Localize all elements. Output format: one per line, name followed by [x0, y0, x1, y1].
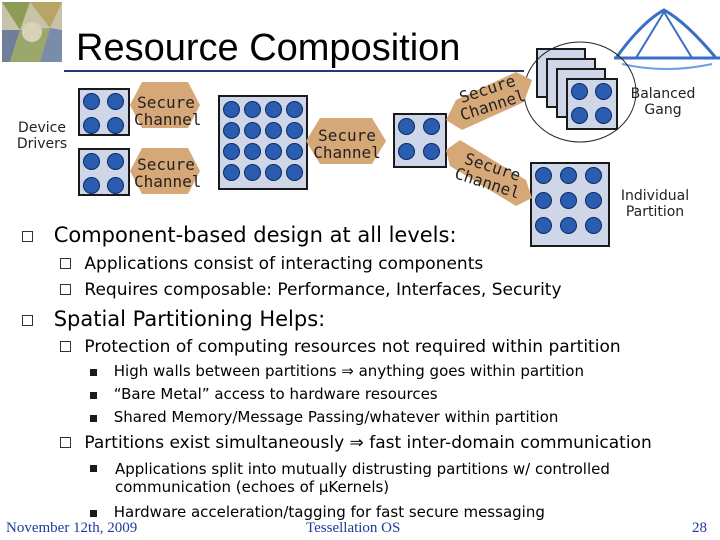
secure-channel-label-1: Secure Channel [134, 93, 202, 129]
core-dot [585, 167, 602, 184]
sub-bullet-protection: Protection of computing resources not re… [60, 336, 621, 358]
footer-date: November 12th, 2009 [6, 520, 138, 536]
core-dot [560, 217, 577, 234]
core-dot [107, 177, 124, 194]
sub-sub-bullet-hardware: Hardware acceleration/tagging for fast s… [90, 503, 545, 521]
footer-center: Tessellation OS [306, 520, 401, 536]
tessellation-logo [2, 2, 62, 62]
secure-channel-arrow-2 [130, 148, 200, 194]
core-dot [398, 143, 415, 160]
bullet-box-icon [22, 231, 33, 242]
bullet-box-icon [60, 341, 71, 352]
individual-partition-label: Individual Partition [620, 188, 690, 220]
core-dot [571, 83, 588, 100]
bullet-box-icon [22, 315, 33, 326]
core-dot [223, 122, 240, 139]
bullet-text: “Bare Metal” access to hardware resource… [113, 385, 438, 403]
page-number: 28 [692, 520, 707, 536]
bullet-text: Spatial Partitioning Helps: [53, 307, 326, 331]
core-dot [585, 192, 602, 209]
bullet-square-icon [90, 392, 97, 399]
core-dot [560, 192, 577, 209]
sub-bullet-composable: Requires composable: Performance, Interf… [60, 279, 562, 301]
core-dot [535, 217, 552, 234]
core-dot [535, 192, 552, 209]
core-dot [223, 164, 240, 181]
bullet-spatial-partitioning: Spatial Partitioning Helps: [22, 306, 325, 332]
core-dot [265, 122, 282, 139]
bullet-square-icon [90, 465, 97, 472]
core-dot [107, 153, 124, 170]
bullet-text: High walls between partitions ⇒ anything… [113, 362, 584, 380]
core-dot [83, 177, 100, 194]
core-dot [244, 164, 261, 181]
sub-sub-bullet-bare-metal: “Bare Metal” access to hardware resource… [90, 385, 438, 403]
balanced-gang-label: Balanced Gang [630, 86, 696, 118]
core-dot [223, 143, 240, 160]
core-dot [244, 101, 261, 118]
bullet-text: Hardware acceleration/tagging for fast s… [113, 503, 545, 521]
bullet-text: Component-based design at all levels: [53, 223, 457, 247]
bullet-square-icon [90, 415, 97, 422]
core-dot [585, 217, 602, 234]
core-dot [286, 101, 303, 118]
core-dot [535, 167, 552, 184]
bullet-text: Shared Memory/Message Passing/whatever w… [113, 408, 559, 426]
core-dot [244, 143, 261, 160]
bullet-text: Partitions exist simultaneously ⇒ fast i… [84, 433, 652, 453]
bullet-square-icon [90, 510, 97, 517]
bridge-logo [614, 8, 720, 70]
bullet-text: Applications consist of interacting comp… [84, 254, 484, 274]
bullet-box-icon [60, 284, 71, 295]
bullet-component-design: Component-based design at all levels: [22, 222, 457, 248]
core-dot [265, 164, 282, 181]
secure-channel-arrow-1 [130, 82, 200, 128]
sub-sub-bullet-distrusting: Applications split into mutually distrus… [90, 460, 650, 496]
core-dot [423, 143, 440, 160]
core-dot [83, 153, 100, 170]
core-dot [223, 101, 240, 118]
core-dot [244, 122, 261, 139]
secure-channel-arrow-tilted-2 [446, 140, 532, 206]
core-dot [560, 167, 577, 184]
core-dot [265, 101, 282, 118]
core-dot [107, 117, 124, 134]
core-dot [595, 107, 612, 124]
device-drivers-label: Device Drivers [16, 120, 68, 152]
secure-channel-arrow-mid [306, 118, 386, 164]
core-dot [286, 122, 303, 139]
bullet-square-icon [90, 369, 97, 376]
slide-title: Resource Composition [76, 27, 461, 69]
sub-bullet-simultaneous: Partitions exist simultaneously ⇒ fast i… [60, 432, 652, 454]
core-dot [286, 143, 303, 160]
core-dot [398, 118, 415, 135]
core-dot [107, 93, 124, 110]
core-dot [571, 107, 588, 124]
core-dot [265, 143, 282, 160]
bullet-text: Applications split into mutually distrus… [115, 460, 610, 496]
sub-sub-bullet-walls: High walls between partitions ⇒ anything… [90, 362, 584, 380]
core-dot [83, 93, 100, 110]
secure-channel-label-mid: Secure Channel [313, 126, 381, 162]
secure-channel-label-2: Secure Channel [134, 155, 202, 191]
core-dot [595, 83, 612, 100]
bullet-box-icon [60, 437, 71, 448]
bullet-box-icon [60, 258, 71, 269]
core-dot [83, 117, 100, 134]
bullet-text: Requires composable: Performance, Interf… [84, 280, 562, 300]
sub-sub-bullet-shared-memory: Shared Memory/Message Passing/whatever w… [90, 408, 558, 426]
title-divider [64, 70, 524, 72]
sub-bullet-apps: Applications consist of interacting comp… [60, 253, 483, 275]
bullet-text: Protection of computing resources not re… [84, 337, 621, 357]
core-dot [286, 164, 303, 181]
secure-channel-arrow-tilted-1 [446, 72, 532, 130]
core-dot [423, 118, 440, 135]
